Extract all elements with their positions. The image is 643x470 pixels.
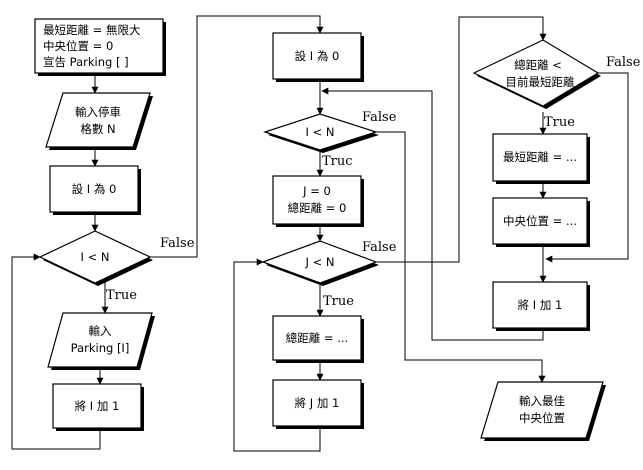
- node-input-parking-line1: 輸入: [89, 324, 112, 338]
- node-set-i-0-a: 設 I 為 0: [49, 165, 141, 215]
- edge-loop-back-j: [233, 258, 321, 452]
- label-b-true: Truc: [322, 154, 353, 169]
- node-center-pos-text: 中央位置 = ...: [503, 214, 577, 228]
- node-init-line2: 中央位置 = 0: [43, 39, 113, 53]
- node-output-line2: 中央位置: [519, 411, 565, 425]
- node-set-j-dist-line2: 總距離 = 0: [288, 201, 347, 215]
- connectors: [11, 15, 629, 452]
- node-output: 輸入最佳 中央位置: [480, 381, 606, 441]
- node-inc-i-b-text: 將 I 加 1: [518, 298, 563, 312]
- node-input-parking: 輸入 Parking [I]: [47, 312, 155, 370]
- node-init-line3: 宣告 Parking [ ]: [43, 55, 129, 69]
- label-j-true: True: [323, 294, 354, 309]
- edge-loop-back-a: [11, 253, 101, 450]
- node-set-i-0-b-text: 設 I 為 0: [295, 49, 340, 63]
- label-j-false: False: [362, 240, 397, 255]
- node-output-line1: 輸入最佳: [519, 394, 565, 408]
- label-c-false: False: [606, 55, 641, 70]
- node-cond-compare-line2: 目前最短距離: [506, 75, 575, 89]
- node-inc-i-a: 將 I 加 1: [52, 383, 144, 431]
- node-cond-a-text: I < N: [81, 250, 110, 264]
- node-cond-compare: 總距離 < 目前最短距離: [472, 39, 601, 109]
- node-min-dist: 最短距離 = ...: [492, 133, 590, 184]
- label-c-true: True: [544, 115, 575, 130]
- node-init-line1: 最短距離 = 無限大: [43, 23, 141, 37]
- node-min-dist-text: 最短距離 = ...: [503, 150, 577, 164]
- node-total-dist-text: 總距離 = ...: [286, 331, 348, 345]
- node-total-dist: 總距離 = ...: [272, 315, 364, 363]
- edge-cond-j-false: [376, 16, 547, 263]
- node-set-j-dist-line1: J = 0: [302, 184, 331, 198]
- node-input-n-line2: 格數 N: [80, 122, 115, 136]
- node-cond-b-text: I < N: [306, 125, 335, 139]
- node-init: 最短距離 = 無限大 中央位置 = 0 宣告 Parking [ ]: [34, 18, 166, 76]
- node-input-n-line1: 輸入停車: [75, 105, 121, 119]
- node-cond-i-lt-n-b: I < N: [263, 113, 379, 153]
- node-inc-j: 將 J 加 1: [272, 379, 364, 429]
- node-set-j-dist: J = 0 總距離 = 0: [272, 175, 364, 227]
- node-cond-j-text: J < N: [305, 255, 335, 269]
- edge-cond-a-false: [150, 15, 324, 258]
- node-input-n: 輸入停車 格數 N: [45, 92, 153, 150]
- node-inc-j-text: 將 J 加 1: [295, 396, 340, 410]
- node-cond-compare-line1: 總距離 <: [514, 58, 562, 72]
- edge-cond-b-false: [376, 131, 546, 383]
- label-a-true: True: [106, 288, 137, 303]
- node-inc-i-a-text: 將 I 加 1: [75, 399, 120, 413]
- edge-cond-c-false: [545, 72, 629, 263]
- node-cond-i-lt-n-a: I < N: [38, 230, 153, 286]
- node-cond-j-lt-n: J < N: [261, 240, 379, 286]
- edge-loop-back-i-b: [321, 87, 544, 341]
- node-inc-i-b: 將 I 加 1: [492, 281, 590, 331]
- node-input-parking-line2: Parking [I]: [71, 341, 130, 355]
- node-center-pos: 中央位置 = ...: [492, 197, 590, 247]
- node-set-i-0-a-text: 設 I 為 0: [72, 182, 117, 196]
- label-a-false: False: [160, 236, 195, 251]
- node-set-i-0-b: 設 I 為 0: [272, 32, 364, 82]
- label-b-false: False: [362, 110, 397, 125]
